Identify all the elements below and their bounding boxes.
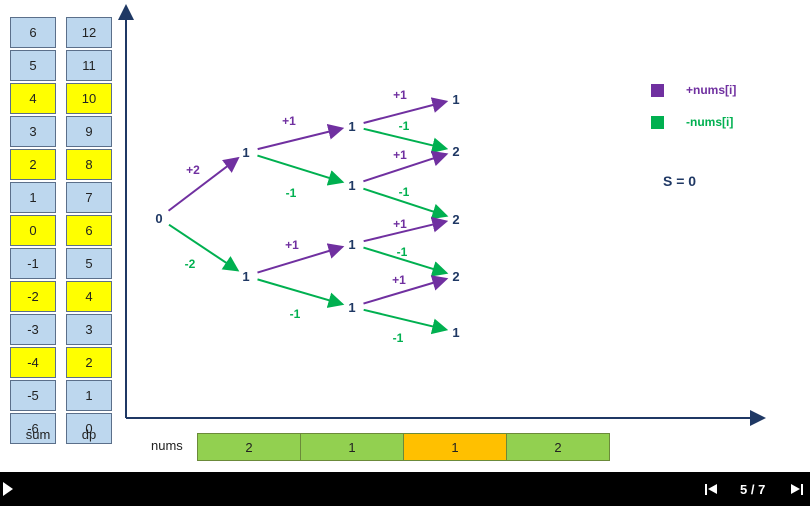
sum-cell: -3 xyxy=(10,314,56,345)
tree-node: 2 xyxy=(452,144,459,159)
plus-edge xyxy=(257,123,345,151)
edge-label: -1 xyxy=(290,307,301,321)
edge-label: +1 xyxy=(393,88,407,102)
tree-node: 1 xyxy=(348,119,355,134)
dp-cell: 4 xyxy=(66,281,112,312)
decision-tree-diagram: +2 -2 +1 -1 +1 -1 +1 -1 +1 -1 +1 -1 +1 -1 0 1 1 1 1 1 1 1 2 2 2… xyxy=(118,4,766,426)
dp-cell: 12 xyxy=(66,17,112,48)
dp-cell: 2 xyxy=(66,347,112,378)
previous-slide-icon[interactable] xyxy=(705,482,719,496)
minus-edge xyxy=(257,154,345,186)
plus-edge xyxy=(363,97,449,124)
dp-cell: 3 xyxy=(66,314,112,345)
play-icon[interactable] xyxy=(3,482,13,496)
nums-cell: 1 xyxy=(404,434,507,460)
edge-label: -1 xyxy=(393,331,404,345)
tree-node: 1 xyxy=(348,178,355,193)
dp-cell: 8 xyxy=(66,149,112,180)
legend-minus-swatch xyxy=(651,116,664,129)
tree-node: 0 xyxy=(155,211,162,226)
plus-edge xyxy=(363,216,449,243)
player-controls: 5 / 7 xyxy=(0,472,810,506)
sum-cell: -1 xyxy=(10,248,56,279)
nums-cell: 2 xyxy=(198,434,301,460)
edge-label: +1 xyxy=(393,148,407,162)
tree-node: 2 xyxy=(452,212,459,227)
dp-cell: 6 xyxy=(66,215,112,246)
sum-cell: -6 xyxy=(10,413,56,444)
dp-cell: 9 xyxy=(66,116,112,147)
sum-cell: 1 xyxy=(10,182,56,213)
tree-node: 2 xyxy=(452,269,459,284)
tree-node: 1 xyxy=(242,269,249,284)
edge-label: +1 xyxy=(282,114,296,128)
plus-edge xyxy=(167,156,240,212)
dp-cell: 10 xyxy=(66,83,112,114)
edge-label: -1 xyxy=(286,186,297,200)
target-sum-label: S = 0 xyxy=(663,173,696,189)
minus-edge xyxy=(257,278,345,308)
sum-column-label: sum xyxy=(25,427,51,442)
tree-node: 1 xyxy=(242,145,249,160)
sum-cell: 2 xyxy=(10,149,56,180)
legend-plus-label: +nums[i] xyxy=(686,83,736,97)
edge-label: +1 xyxy=(285,238,299,252)
sum-cell: -2 xyxy=(10,281,56,312)
edge-label: -1 xyxy=(399,185,410,199)
minus-edge xyxy=(363,246,449,277)
minus-edge xyxy=(363,308,449,335)
dp-column-label: dp xyxy=(81,427,97,442)
next-slide-icon[interactable] xyxy=(791,482,805,496)
sum-cell: 4 xyxy=(10,83,56,114)
sum-cell: -5 xyxy=(10,380,56,411)
page-indicator: 5 / 7 xyxy=(740,482,766,497)
sum-cell: -4 xyxy=(10,347,56,378)
dp-cell: 5 xyxy=(66,248,112,279)
plus-edge xyxy=(363,275,449,305)
nums-cell: 2 xyxy=(507,434,609,460)
minus-edge xyxy=(363,127,449,154)
legend-minus-label: -nums[i] xyxy=(686,115,733,129)
sum-cell: 5 xyxy=(10,50,56,81)
edge-label: +1 xyxy=(392,273,406,287)
edge-label: -1 xyxy=(399,119,410,133)
dp-cell: 1 xyxy=(66,380,112,411)
legend-plus-swatch xyxy=(651,84,664,97)
edge-label: +1 xyxy=(393,217,407,231)
minus-edge xyxy=(168,223,240,272)
plus-edge xyxy=(257,243,345,274)
minus-edge xyxy=(363,187,449,220)
tree-node: 1 xyxy=(452,92,459,107)
nums-label: nums xyxy=(151,438,183,453)
sum-cell: 3 xyxy=(10,116,56,147)
dp-cell: 7 xyxy=(66,182,112,213)
plus-edge xyxy=(363,150,449,183)
edge-label: -1 xyxy=(397,245,408,259)
dp-cell: 11 xyxy=(66,50,112,81)
sum-cell: 0 xyxy=(10,215,56,246)
nums-cell: 1 xyxy=(301,434,404,460)
tree-node: 1 xyxy=(452,325,459,340)
tree-node: 1 xyxy=(348,300,355,315)
tree-node: 1 xyxy=(348,237,355,252)
edge-label: +2 xyxy=(186,163,200,177)
dp-cell: 0 xyxy=(66,413,112,444)
edge-label: -2 xyxy=(185,257,196,271)
sum-cell: 6 xyxy=(10,17,56,48)
